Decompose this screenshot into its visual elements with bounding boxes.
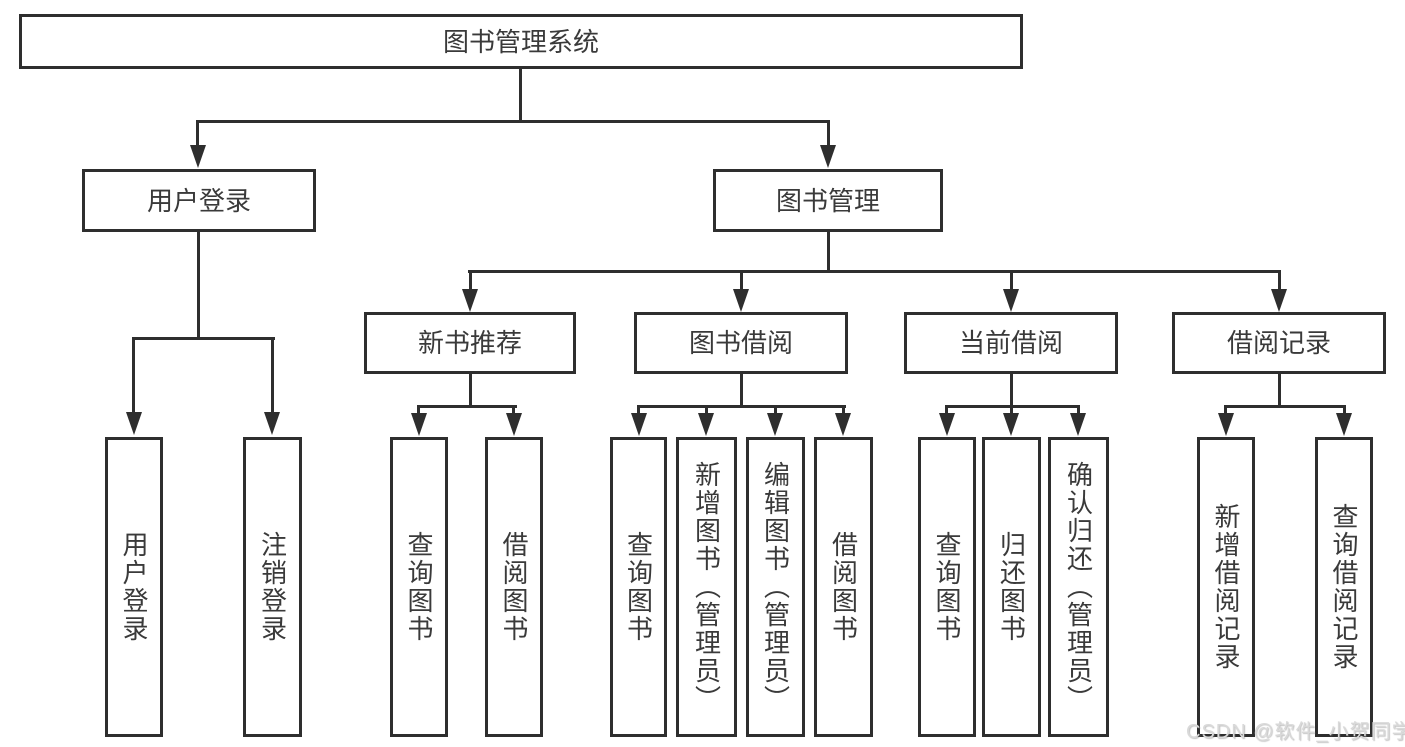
connector-line — [774, 407, 777, 415]
connector-line — [519, 69, 522, 123]
arrow-down-icon — [411, 413, 427, 436]
leaf-user-login: 用户登录 — [105, 437, 163, 737]
connector-line — [1077, 407, 1080, 415]
connector-line — [512, 407, 515, 415]
arrow-down-icon — [698, 413, 714, 436]
connector-line — [417, 405, 517, 408]
leaf-borrow-books: 借阅图书 — [814, 437, 873, 737]
connector-line — [196, 120, 830, 123]
leaf-label: 新增图书（管理员） — [691, 461, 722, 713]
arrow-down-icon — [939, 413, 955, 436]
connector-line — [132, 339, 135, 413]
connector-line — [1010, 407, 1013, 415]
connector-line — [469, 374, 472, 408]
leaf-label: 查询图书 — [932, 531, 962, 643]
arrow-down-icon — [190, 145, 206, 168]
leaf-borrow-books-recommend: 借阅图书 — [485, 437, 543, 737]
leaf-edit-book-admin: 编辑图书（管理员） — [746, 437, 805, 737]
connector-line — [705, 407, 708, 415]
arrow-down-icon — [264, 412, 280, 435]
leaf-label: 查询借阅记录 — [1329, 503, 1359, 671]
node-new-book-recommend: 新书推荐 — [364, 312, 576, 374]
node-current-borrow: 当前借阅 — [904, 312, 1118, 374]
connector-line — [1010, 374, 1013, 408]
arrow-down-icon — [1003, 289, 1019, 312]
leaf-label: 借阅图书 — [499, 531, 529, 643]
connector-line — [842, 407, 845, 415]
connector-line — [417, 407, 420, 415]
leaf-add-book-admin: 新增图书（管理员） — [676, 437, 737, 737]
connector-line — [1278, 374, 1281, 408]
leaf-query-books-current: 查询图书 — [918, 437, 976, 737]
arrow-down-icon — [506, 413, 522, 436]
leaf-label: 借阅图书 — [828, 531, 859, 643]
connector-line — [740, 374, 743, 408]
node-book-management: 图书管理 — [713, 169, 943, 232]
node-borrow-records: 借阅记录 — [1172, 312, 1386, 374]
leaf-confirm-return-admin: 确认归还（管理员） — [1048, 437, 1109, 737]
leaf-label: 查询图书 — [623, 531, 654, 643]
arrow-down-icon — [835, 413, 851, 436]
arrow-down-icon — [1271, 289, 1287, 312]
arrow-down-icon — [1003, 413, 1019, 436]
leaf-label: 查询图书 — [404, 531, 434, 643]
connector-line — [1224, 407, 1227, 415]
node-book-borrow: 图书借阅 — [634, 312, 848, 374]
connector-line — [1010, 272, 1013, 290]
leaf-label: 确认归还（管理员） — [1063, 461, 1094, 713]
connector-line — [1343, 407, 1346, 415]
connector-line — [1278, 272, 1281, 290]
arrow-down-icon — [631, 413, 647, 436]
connector-line — [468, 270, 1281, 273]
connector-line — [945, 405, 1080, 408]
arrow-down-icon — [126, 412, 142, 435]
connector-line — [637, 407, 640, 415]
connector-line — [945, 407, 948, 415]
node-user-login: 用户登录 — [82, 169, 316, 232]
connector-line — [1224, 405, 1346, 408]
arrow-down-icon — [733, 289, 749, 312]
connector-line — [197, 232, 200, 340]
leaf-logout: 注销登录 — [243, 437, 302, 737]
leaf-label: 归还图书 — [996, 531, 1027, 643]
connector-line — [196, 122, 199, 146]
csdn-watermark: CSDN @软件_小贺同学 — [1186, 721, 1405, 743]
arrow-down-icon — [820, 145, 836, 168]
arrow-down-icon — [1070, 413, 1086, 436]
connector-line — [637, 405, 846, 408]
leaf-query-books-recommend: 查询图书 — [390, 437, 448, 737]
leaf-label: 用户登录 — [119, 531, 149, 643]
leaf-label: 注销登录 — [257, 531, 288, 643]
leaf-query-books-borrow: 查询图书 — [610, 437, 667, 737]
leaf-label: 新增借阅记录 — [1211, 503, 1241, 671]
arrow-down-icon — [767, 413, 783, 436]
leaf-label: 编辑图书（管理员） — [760, 461, 791, 713]
leaf-query-borrow-record: 查询借阅记录 — [1315, 437, 1373, 737]
connector-line — [469, 272, 472, 290]
arrow-down-icon — [1218, 413, 1234, 436]
arrow-down-icon — [1336, 413, 1352, 436]
connector-line — [827, 232, 830, 273]
connector-line — [740, 272, 743, 290]
connector-line — [827, 122, 830, 146]
connector-line — [132, 337, 275, 340]
connector-line — [271, 339, 274, 413]
node-library-system: 图书管理系统 — [19, 14, 1023, 69]
leaf-add-borrow-record: 新增借阅记录 — [1197, 437, 1255, 737]
arrow-down-icon — [462, 289, 478, 312]
leaf-return-books: 归还图书 — [982, 437, 1041, 737]
